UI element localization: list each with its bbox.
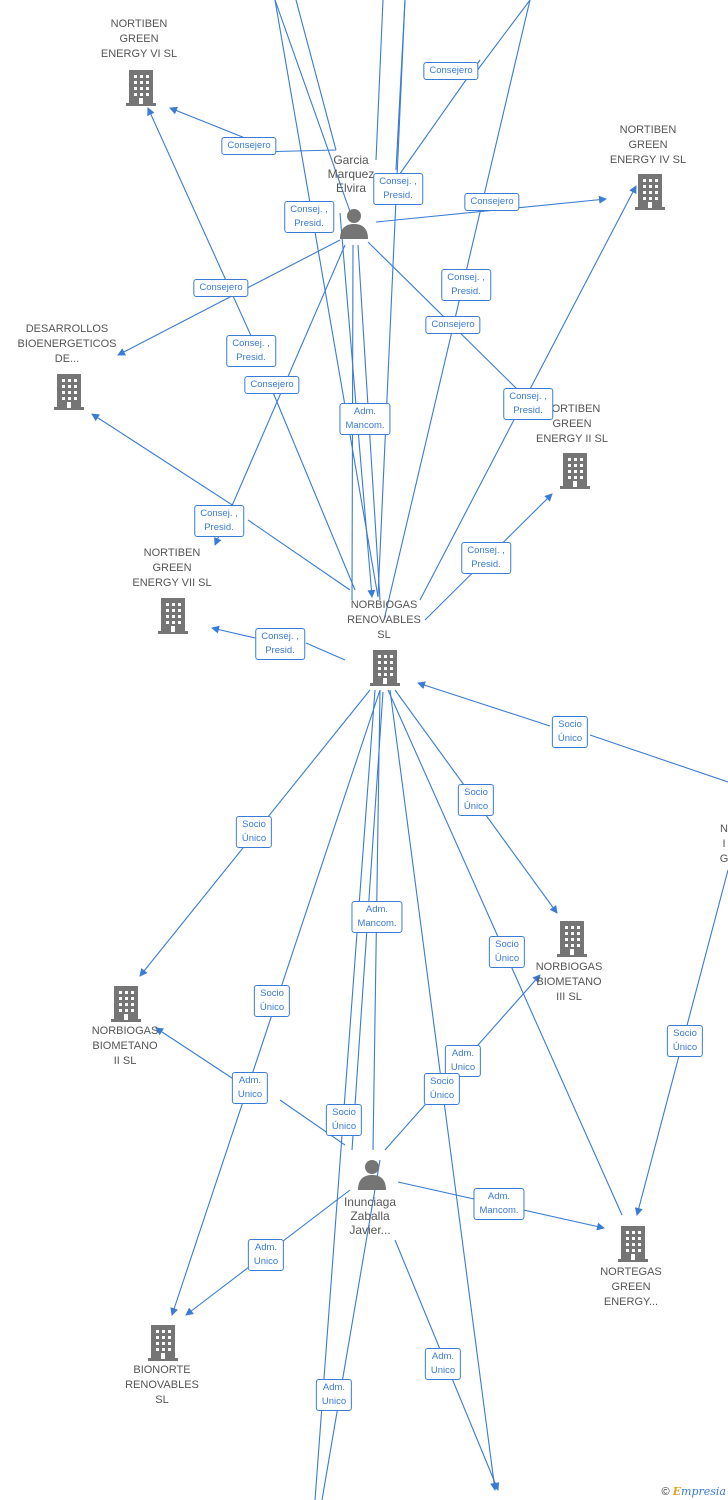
- edge-label-consej-presid[interactable]: Consej. , Presid.: [441, 269, 491, 301]
- relationship-edge: [375, 0, 384, 161]
- edge-label-consejero[interactable]: Consejero: [221, 137, 277, 155]
- edge-label-consej-presid[interactable]: Consej. , Presid.: [226, 335, 276, 367]
- edge-label-socio-unico[interactable]: Socio Único: [423, 1073, 461, 1105]
- footer-brand[interactable]: © Empresia: [661, 1485, 726, 1498]
- edge-label-adm-unico[interactable]: Adm. Unico: [247, 1239, 285, 1271]
- edge-label-adm-mancom[interactable]: Adm. Mancom.: [339, 403, 391, 435]
- relationship-edge: [383, 0, 531, 621]
- edge-label-socio-unico[interactable]: Socio Único: [551, 716, 589, 748]
- node-label-nortiben-vii[interactable]: NORTIBEN GREEN ENERGY VII SL: [132, 547, 212, 589]
- relationship-edge: [91, 413, 241, 511]
- relationship-edge: [155, 1027, 239, 1083]
- relationship-edge: [305, 642, 346, 661]
- building-icon[interactable]: [560, 453, 590, 493]
- relationship-edge: [391, 59, 481, 186]
- relationship-edge: [321, 1159, 381, 1500]
- relationship-edge: [295, 0, 337, 151]
- node-label-norbiogas-renovables[interactable]: NORBIOGAS RENOVABLES SL: [347, 599, 421, 641]
- node-label-inunciaga[interactable]: Inunciaga Zaballa Javier...: [343, 1195, 397, 1237]
- edge-label-socio-unico[interactable]: Socio Único: [325, 1104, 363, 1136]
- edge-label-consej-presid[interactable]: Consej. , Presid.: [461, 542, 511, 574]
- relationship-edge: [469, 0, 531, 81]
- edge-label-adm-unico[interactable]: Adm. Unico: [444, 1045, 482, 1077]
- building-icon[interactable]: [370, 650, 400, 690]
- building-icon[interactable]: [126, 70, 156, 110]
- node-label-norbiogas-biometano-iii[interactable]: NORBIOGAS BIOMETANO III SL: [535, 961, 603, 1003]
- node-label-nortiben-ii[interactable]: NORTIBEN GREEN ENERGY II SL: [536, 403, 608, 445]
- edge-label-socio-unico[interactable]: Socio Único: [666, 1025, 704, 1057]
- relationship-edge: [271, 389, 356, 591]
- edge-label-consejero[interactable]: Consejero: [423, 62, 479, 80]
- relationship-edge: [417, 681, 551, 727]
- edge-label-socio-unico[interactable]: Socio Único: [457, 784, 495, 816]
- relationship-edge: [279, 1099, 346, 1146]
- relationship-edge: [589, 734, 728, 783]
- edge-label-consejero[interactable]: Consejero: [244, 376, 300, 394]
- node-label-nortiben-iv[interactable]: NORTIBEN GREEN ENERGY IV SL: [609, 124, 687, 166]
- edge-label-socio-unico[interactable]: Socio Único: [253, 985, 291, 1017]
- node-label-bionorte[interactable]: BIONORTE RENOVABLES SL: [125, 1364, 199, 1406]
- node-label-desarrollos[interactable]: DESARROLLOS BIOENERGETICOS DE...: [17, 323, 117, 365]
- building-icon[interactable]: [635, 174, 665, 214]
- building-icon[interactable]: [618, 1226, 648, 1266]
- node-label-norbiogas-biometano-ii[interactable]: NORBIOGAS BIOMETANO II SL: [91, 1025, 159, 1067]
- edge-label-adm-unico[interactable]: Adm. Unico: [424, 1348, 462, 1380]
- person-icon[interactable]: [339, 207, 369, 247]
- person-icon[interactable]: [357, 1158, 387, 1198]
- node-label-garcia[interactable]: Garcia Marquez Elvira: [327, 153, 375, 195]
- edge-label-adm-unico[interactable]: Adm. Unico: [315, 1379, 353, 1411]
- edge-label-socio-unico[interactable]: Socio Único: [235, 816, 273, 848]
- copyright-symbol: ©: [661, 1486, 670, 1498]
- relationship-edge: [211, 625, 256, 639]
- node-label-partial-right[interactable]: N I G: [719, 823, 728, 865]
- node-label-nortegas[interactable]: NORTEGAS GREEN ENERGY...: [600, 1266, 662, 1308]
- relationship-edge: [117, 239, 341, 356]
- relationship-edge: [169, 106, 251, 141]
- edge-label-adm-unico[interactable]: Adm. Unico: [231, 1072, 269, 1104]
- edge-label-consej-presid[interactable]: Consej. , Presid.: [255, 628, 305, 660]
- edge-label-socio-unico[interactable]: Socio Único: [488, 936, 526, 968]
- edge-label-consejero[interactable]: Consejero: [425, 316, 481, 334]
- relationship-edge: [147, 107, 263, 361]
- edge-label-consej-presid[interactable]: Consej. , Presid.: [373, 173, 423, 205]
- edge-label-consej-presid[interactable]: Consej. , Presid.: [194, 505, 244, 537]
- edge-label-consejero[interactable]: Consejero: [464, 193, 520, 211]
- relationship-edge: [274, 0, 379, 598]
- relationship-edge: [377, 0, 406, 598]
- edge-label-consej-presid[interactable]: Consej. , Presid.: [284, 201, 334, 233]
- relationship-edge: [314, 689, 376, 1500]
- relationship-edge: [274, 0, 354, 221]
- building-icon[interactable]: [148, 1325, 178, 1365]
- building-icon[interactable]: [557, 921, 587, 961]
- node-label-nortiben-vi[interactable]: NORTIBEN GREEN ENERGY VI SL: [100, 18, 178, 60]
- brand-logo: Empresia: [672, 1485, 726, 1498]
- relationship-edge: [214, 244, 346, 546]
- edge-label-consej-presid[interactable]: Consej. , Presid.: [503, 388, 553, 420]
- building-icon[interactable]: [54, 374, 84, 414]
- relationship-edge: [247, 519, 351, 591]
- building-icon[interactable]: [158, 598, 188, 638]
- edge-label-adm-mancom[interactable]: Adm. Mancom.: [473, 1188, 525, 1220]
- edge-label-adm-mancom[interactable]: Adm. Mancom.: [351, 901, 403, 933]
- edge-label-consejero[interactable]: Consejero: [193, 279, 249, 297]
- building-icon[interactable]: [111, 986, 141, 1026]
